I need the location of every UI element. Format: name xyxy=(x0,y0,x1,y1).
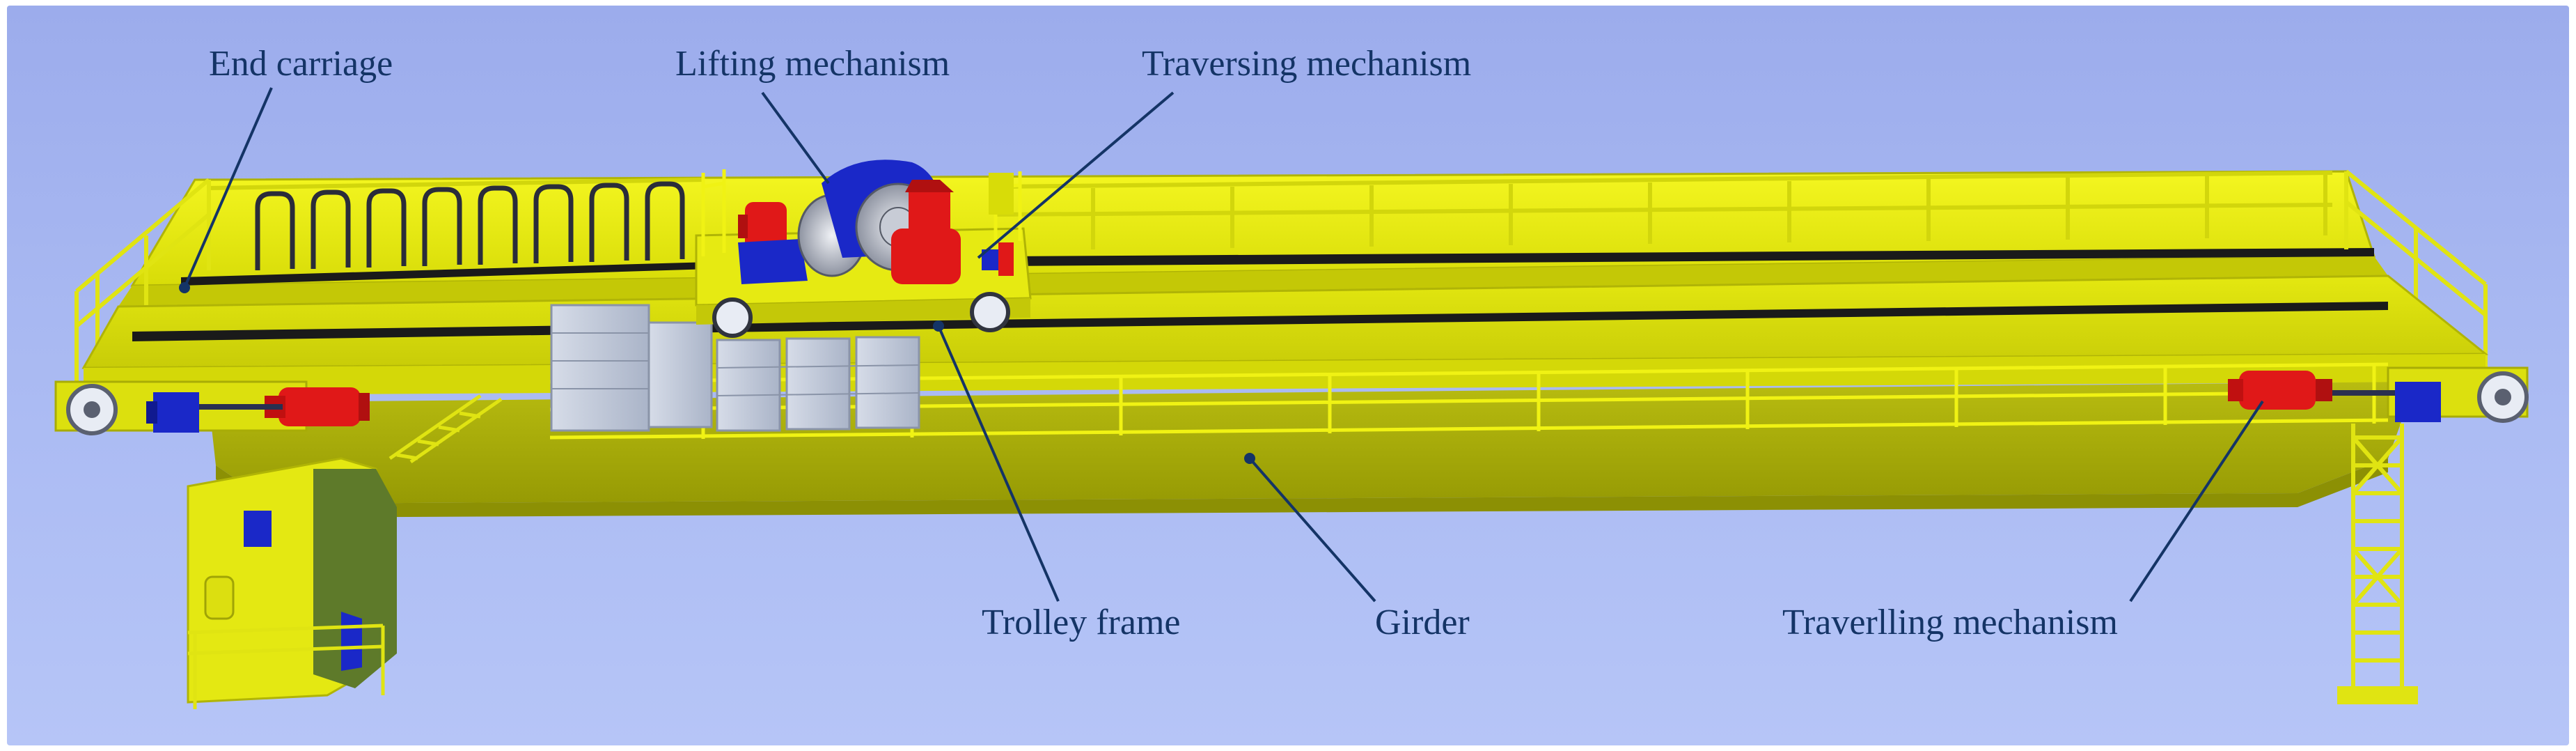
operator-cab xyxy=(187,394,503,709)
cable-festoon xyxy=(255,181,685,270)
crane-illustration xyxy=(54,87,2529,709)
leader-traversing-mechanism xyxy=(977,91,1175,259)
electrical-panels xyxy=(550,304,920,432)
label-end-carriage: End carriage xyxy=(209,44,393,84)
label-girder: Girder xyxy=(1375,603,1470,642)
leader-dots xyxy=(179,282,1255,464)
leader-lifting-mechanism xyxy=(761,91,830,185)
leader-girder xyxy=(1248,457,1376,603)
label-trolley-frame: Trolley frame xyxy=(982,603,1181,642)
leader-end-carriage xyxy=(183,87,273,288)
left-end-carriage xyxy=(54,380,370,435)
crane-diagram: End carriage Lifting mechanism Traversin… xyxy=(7,6,2569,745)
label-travelling-mechanism: Traverlling mechanism xyxy=(1782,603,2118,642)
leader-travelling-mechanism xyxy=(2129,400,2264,603)
right-ladder xyxy=(2337,424,2418,704)
front-girder xyxy=(81,274,2489,518)
leader-trolley-frame xyxy=(937,325,1060,602)
trolley xyxy=(695,160,1032,338)
back-girder xyxy=(118,170,2388,307)
back-railing xyxy=(208,171,2333,249)
leader-lines xyxy=(183,87,2264,603)
right-end-carriage xyxy=(2228,366,2529,423)
label-traversing-mechanism: Traversing mechanism xyxy=(1142,44,1472,84)
label-lifting-mechanism: Lifting mechanism xyxy=(675,44,950,84)
